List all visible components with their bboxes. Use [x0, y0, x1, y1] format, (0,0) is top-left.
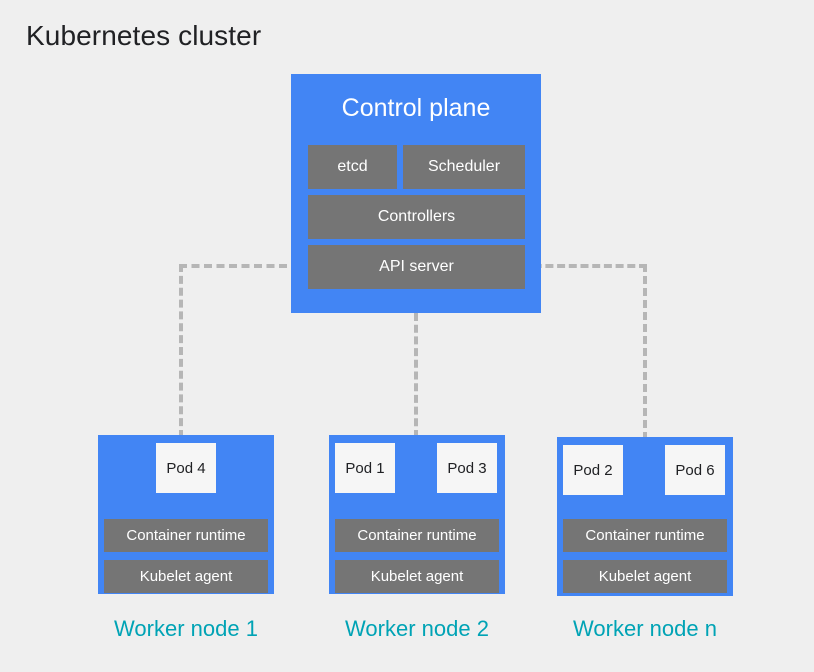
worker-node-1-container-runtime[interactable]: Container runtime	[104, 519, 268, 552]
connector-api-to-node2-vertical	[414, 313, 418, 438]
worker-node-n-pod-6[interactable]: Pod 6	[665, 445, 725, 495]
control-plane-component-scheduler[interactable]: Scheduler	[403, 145, 525, 189]
worker-node-2-container-runtime[interactable]: Container runtime	[335, 519, 499, 552]
connector-api-to-node1-horizontal	[179, 264, 312, 268]
worker-node-1-caption: Worker node 1	[114, 616, 258, 641]
worker-node-n-pod-2[interactable]: Pod 2	[563, 445, 623, 495]
control-plane-title: Control plane	[341, 94, 491, 122]
connector-api-to-node1-vertical	[179, 264, 183, 438]
connector-api-to-noden-vertical	[643, 264, 647, 440]
worker-node-2-caption: Worker node 2	[345, 616, 489, 641]
page-title: Kubernetes cluster	[26, 20, 262, 51]
worker-node-2-pod-3[interactable]: Pod 3	[437, 443, 497, 493]
connector-api-to-noden-horizontal	[522, 264, 647, 268]
control-plane-component-controllers[interactable]: Controllers	[308, 195, 525, 239]
control-plane-component-api-server[interactable]: API server	[308, 245, 525, 289]
worker-node-2-pod-1[interactable]: Pod 1	[335, 443, 395, 493]
worker-node-n-container-runtime[interactable]: Container runtime	[563, 519, 727, 552]
worker-node-1-kubelet-agent[interactable]: Kubelet agent	[104, 560, 268, 593]
worker-node-n-caption: Worker node n	[573, 616, 717, 641]
control-plane-component-etcd[interactable]: etcd	[308, 145, 397, 189]
worker-node-1-pod-4[interactable]: Pod 4	[156, 443, 216, 493]
worker-node-n-kubelet-agent[interactable]: Kubelet agent	[563, 560, 727, 593]
worker-node-2-kubelet-agent[interactable]: Kubelet agent	[335, 560, 499, 593]
